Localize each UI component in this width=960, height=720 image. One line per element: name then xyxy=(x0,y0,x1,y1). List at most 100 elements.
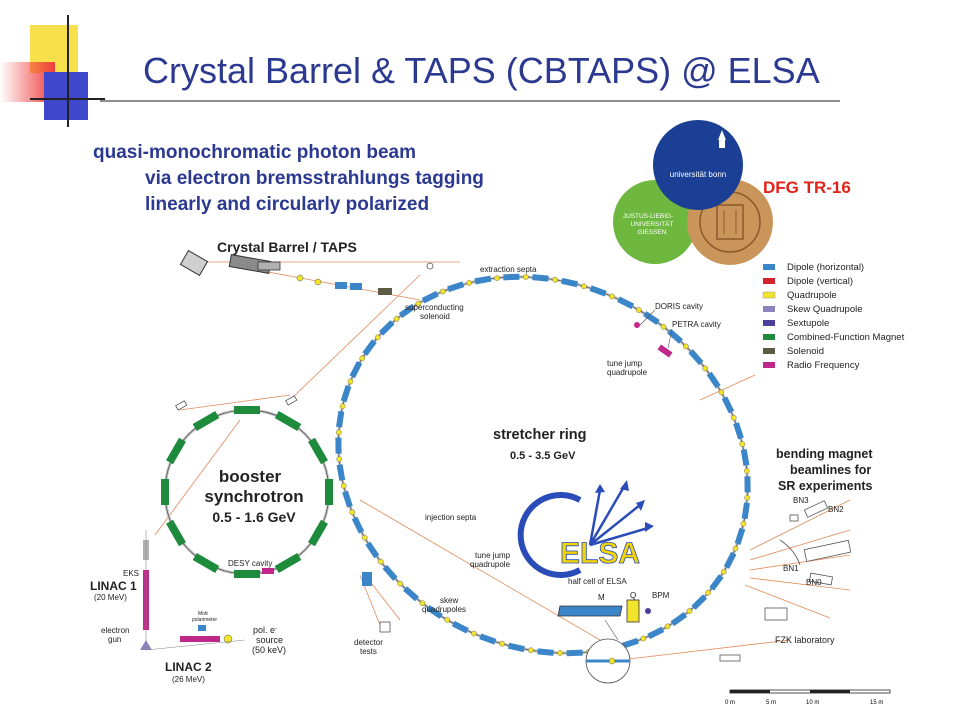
ring-dipole-magnet xyxy=(561,277,579,288)
legend-label: Solenoid xyxy=(787,346,824,357)
half-cell-bpm-label: BPM xyxy=(652,591,670,600)
ring-quadrupole-magnet xyxy=(528,647,534,654)
ring-quadrupole-magnet xyxy=(419,600,426,606)
legend-swatch xyxy=(763,334,775,340)
feature-1: quasi-monochromatic photon beam xyxy=(93,142,417,163)
legend-swatch xyxy=(763,348,775,354)
magnet-legend: Dipole (horizontal) Dipole (vertical) Qu… xyxy=(762,262,905,371)
skew-label-1: skew xyxy=(440,596,458,605)
linac2-structure xyxy=(180,636,220,642)
ring-quadrupole-magnet xyxy=(378,558,384,565)
booster-combined-function-magnet xyxy=(234,570,260,578)
ring-dipole-magnet xyxy=(447,281,465,293)
stretcher-energy-label: 0.5 - 3.5 GeV xyxy=(510,450,576,462)
tune-jump-label-2: quadrupole xyxy=(607,368,648,377)
booster-energy-label: 0.5 - 1.6 GeV xyxy=(212,509,296,525)
ring-dipole-magnet xyxy=(621,637,639,649)
bending-label-1: bending magnet xyxy=(776,447,873,461)
booster-combined-function-magnet xyxy=(308,437,328,465)
crystal-barrel-label: Crystal Barrel / TAPS xyxy=(217,239,357,255)
ring-dipole-magnet xyxy=(532,274,549,282)
tune-jump-label-1: tune jump xyxy=(607,359,643,368)
legend-item: Skew Quadrupole xyxy=(763,304,863,315)
ring-quadrupole-magnet xyxy=(686,608,693,614)
scale-bar: 0 m 5 m 10 m 15 m xyxy=(725,689,891,706)
half-cell-q-label: Q xyxy=(630,591,636,600)
ring-quadrupole-magnet xyxy=(702,365,708,372)
ring-dipole-magnet xyxy=(741,502,750,520)
legend-item: Quadrupole xyxy=(762,290,837,301)
elsa-logo-text: ELSA xyxy=(560,537,640,570)
legend-label: Combined-Function Magnet xyxy=(787,332,905,343)
ring-dipole-magnet xyxy=(403,586,419,602)
university-logos: universität bonn JUSTUS-LIEBIG- UNIVERSI… xyxy=(613,120,851,265)
ring-quadrupole-magnet xyxy=(347,378,354,385)
ring-quadrupole-magnet xyxy=(740,520,747,527)
ring-dipole-magnet xyxy=(426,604,443,619)
legend-label: Dipole (horizontal) xyxy=(787,262,864,273)
ring-quadrupole-magnet xyxy=(683,343,689,350)
ring-dipole-magnet xyxy=(382,564,398,581)
mott-label-2: polarimeter xyxy=(192,617,217,623)
ring-quadrupole-magnet xyxy=(635,307,642,313)
superconducting-label-1: superconducting xyxy=(405,303,464,312)
ring-dipole-magnet xyxy=(670,612,688,627)
ring-dipole-magnet xyxy=(503,273,520,281)
feature-3: linearly and circularly polarized xyxy=(145,194,430,215)
ring-quadrupole-magnet xyxy=(720,568,727,575)
ring-quadrupole-magnet xyxy=(466,280,472,286)
ring-dipole-magnet xyxy=(336,410,345,428)
linac2-energy-label: (26 MeV) xyxy=(172,675,205,684)
ring-dipole-magnet xyxy=(507,642,525,653)
giessen-logo-line-3: GIESSEN xyxy=(638,229,667,236)
ring-quadrupole-magnet xyxy=(349,509,356,516)
legend-swatch xyxy=(762,291,776,299)
corner-vline xyxy=(67,15,69,127)
linac-section xyxy=(140,530,372,651)
bending-label-2: beamlines for xyxy=(790,463,871,477)
booster-combined-function-magnet xyxy=(234,406,260,414)
ring-quadrupole-magnet xyxy=(374,334,381,341)
ring-quadrupole-magnet xyxy=(361,534,368,541)
scale-tick-3: 15 m xyxy=(870,700,883,706)
linac1-label: LINAC 1 xyxy=(90,579,137,593)
detector-tests-label-1: detector xyxy=(354,638,383,647)
ring-dipole-magnet xyxy=(566,649,583,657)
ring-quadrupole-magnet xyxy=(557,650,563,656)
bonn-logo xyxy=(653,120,743,210)
ring-quadrupole-magnet xyxy=(336,429,342,436)
pol-source-label-1: pol. e- xyxy=(253,625,277,635)
ring-dipole-magnet xyxy=(734,527,746,545)
ring-quadrupole-magnet xyxy=(664,623,671,630)
extraction-septa-label: extraction septa xyxy=(480,265,537,274)
ring-dipole-magnet xyxy=(721,396,735,414)
detector-tests-label-2: tests xyxy=(360,647,377,656)
scale-tick-2: 10 m xyxy=(806,700,819,706)
ring-dipole-magnet xyxy=(342,490,353,508)
desy-cavity-label: DESY cavity xyxy=(228,559,272,568)
ring-quadrupole-magnet xyxy=(359,355,366,362)
title-rule xyxy=(100,100,840,102)
booster-combined-function-magnet xyxy=(166,519,186,547)
corner-hline xyxy=(30,98,105,100)
elsa-logo: ELSA xyxy=(517,480,654,578)
ring-dipole-magnet xyxy=(340,385,352,403)
booster-combined-function-magnet xyxy=(274,553,302,573)
misc-components xyxy=(175,262,434,633)
feature-2: via electron bremsstrahlungs tagging xyxy=(145,168,484,189)
ring-dipole-magnet xyxy=(706,371,721,389)
ring-quadrupole-magnet xyxy=(730,414,737,421)
booster-combined-function-magnet xyxy=(325,479,333,505)
ring-quadrupole-magnet xyxy=(499,640,505,647)
legend-item: Dipole (vertical) xyxy=(763,276,853,287)
linac2-label: LINAC 2 xyxy=(165,660,212,674)
mott-label-1: Mott xyxy=(198,611,208,617)
ring-dipole-magnet xyxy=(479,633,497,645)
ring-dipole-magnet xyxy=(744,476,751,493)
ring-quadrupole-magnet xyxy=(523,274,529,280)
ring-dipole-magnet xyxy=(740,449,750,466)
slide-title: Crystal Barrel & TAPS (CBTAPS) @ ELSA xyxy=(143,50,820,91)
legend-label: Skew Quadrupole xyxy=(787,304,863,315)
crystal-barrel-taps-beamline: Crystal Barrel / TAPS xyxy=(179,239,392,295)
